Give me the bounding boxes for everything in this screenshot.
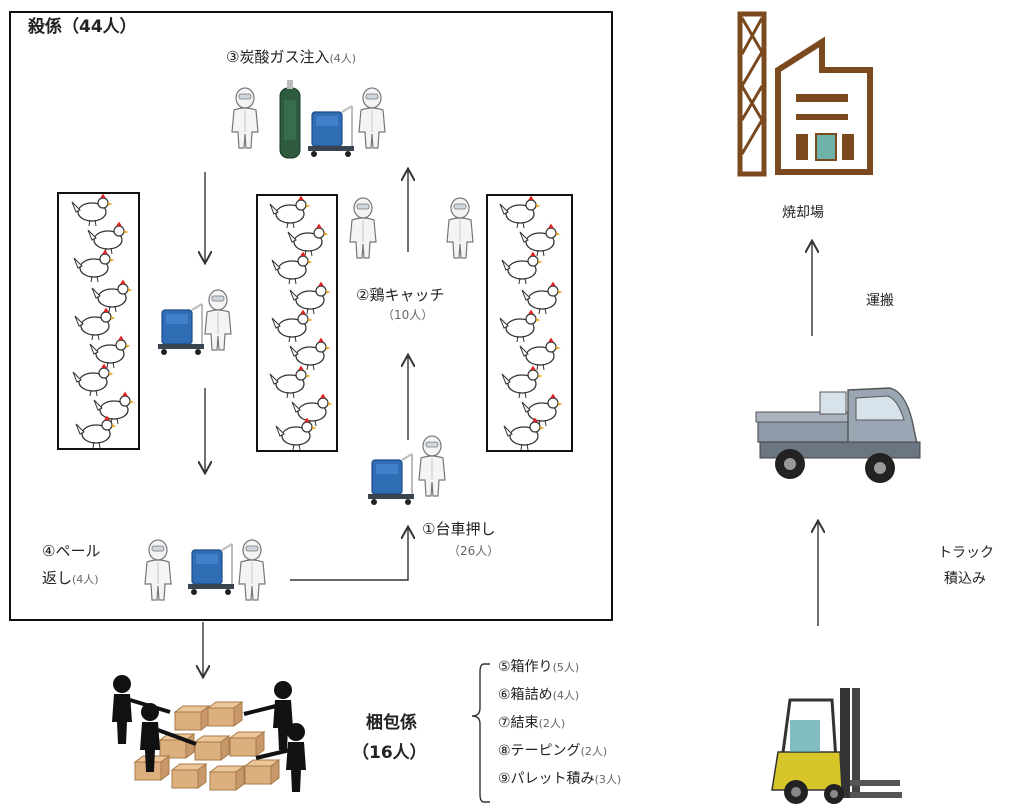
- worker-pail-1: [144, 539, 172, 601]
- worker-push: [418, 435, 446, 497]
- arrow-pail-to-push: [290, 528, 408, 581]
- forklift-icon: [771, 688, 902, 804]
- truck-loading-label-2: 積込み: [944, 571, 986, 587]
- packing-task-count: (2人): [580, 745, 608, 758]
- pail-step-line2: 返し(4人): [42, 567, 99, 588]
- transport-label: 運搬: [866, 293, 894, 309]
- packing-task-label: ⑦結束: [498, 715, 539, 731]
- packing-task-count: (4人): [552, 689, 580, 702]
- pail-step-text-2: 返し: [42, 569, 73, 587]
- packing-task-label: ⑨パレット積み: [498, 771, 595, 787]
- packing-task-item: ⑨パレット積み(3人): [498, 768, 621, 788]
- kill-team-title: 殺係（44人）: [28, 17, 137, 37]
- truck-loading-label-1: トラック: [938, 545, 994, 561]
- kill-area-frame: [9, 11, 613, 621]
- packing-task-count: (5人): [552, 661, 580, 674]
- push-count: （26人）: [448, 544, 500, 558]
- catch-step-text: ②鶏キャッチ: [356, 286, 445, 304]
- cart-left-icon: [157, 303, 205, 356]
- packing-task-item: ⑧テーピング(2人): [498, 740, 607, 760]
- packing-task-item: ⑦結束(2人): [498, 712, 565, 732]
- catch-count: （10人）: [382, 308, 434, 322]
- worker-left: [204, 289, 232, 351]
- packing-task-label: ⑥箱詰め: [498, 687, 553, 703]
- incinerator-icon: [737, 11, 873, 177]
- co2-label: ③炭酸ガス注入(4人): [226, 46, 356, 67]
- pail-count: (4人): [72, 573, 99, 586]
- packing-team-count: （16人）: [352, 743, 427, 763]
- pail-step-text-1: ④ペール: [42, 542, 101, 560]
- truck-icon: [755, 387, 921, 483]
- co2-count: (4人): [329, 52, 357, 65]
- packing-scene-illustration: [112, 675, 306, 792]
- packing-task-item: ⑥箱詰め(4人): [498, 684, 579, 704]
- co2-group-figures: [231, 80, 386, 159]
- packing-task-label: ⑤箱作り: [498, 659, 553, 675]
- cart-push-icon: [367, 453, 415, 506]
- cart-pail-icon: [187, 543, 235, 596]
- co2-step-text: ③炭酸ガス注入: [226, 48, 330, 66]
- packing-team-title: 梱包係: [366, 713, 417, 733]
- packing-task-item: ⑤箱作り(5人): [498, 656, 579, 676]
- packing-bracket: [471, 663, 490, 803]
- incinerator-label: 焼却場: [782, 205, 824, 221]
- push-step-text: ①台車押し: [422, 520, 496, 538]
- packing-task-count: (2人): [538, 717, 566, 730]
- packing-task-count: (3人): [594, 773, 622, 786]
- gas-cylinder-icon: [279, 80, 301, 159]
- catch-worker-left: [349, 197, 377, 259]
- packing-task-label: ⑧テーピング: [498, 743, 581, 759]
- worker-pail-2: [238, 539, 266, 601]
- catch-worker-right: [446, 197, 474, 259]
